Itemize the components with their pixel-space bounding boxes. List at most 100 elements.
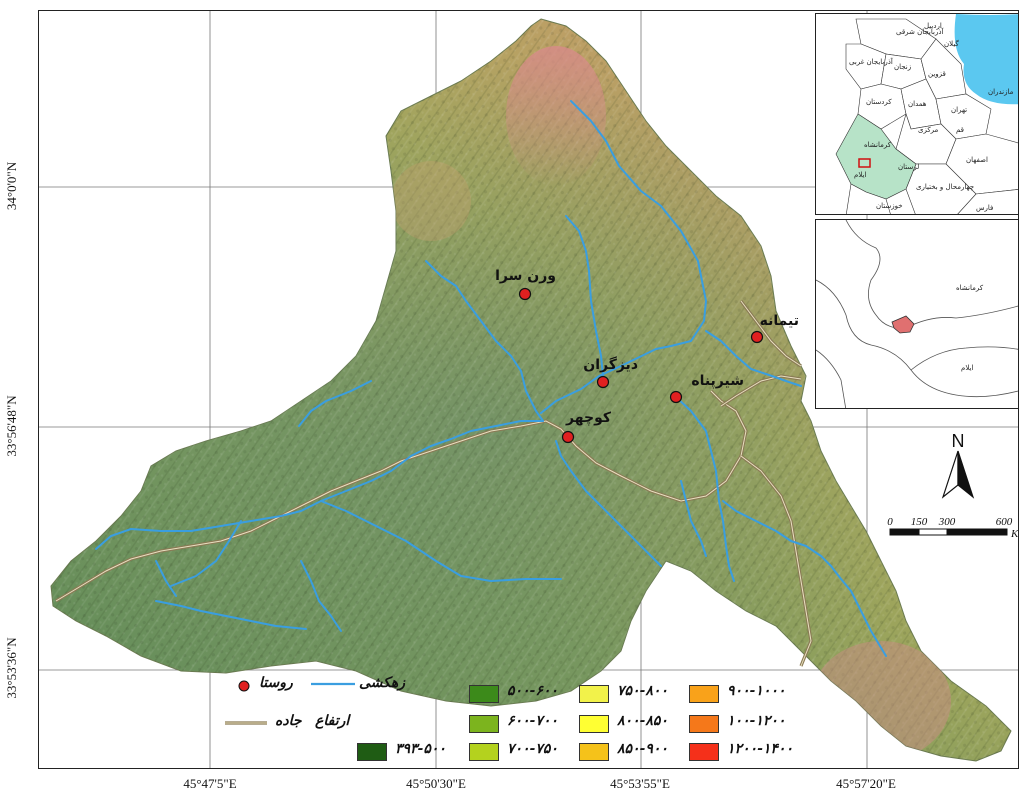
legend-color-swatch [357,743,387,761]
river-line [300,560,342,632]
village-label: ورن سرا [495,268,556,284]
legend-color-swatch [689,715,719,733]
village-marker [518,287,532,301]
legend-class-label: ۸۰۰-۸۵۰ [617,713,668,729]
river-line [565,215,604,377]
river-line [540,100,707,414]
legend-class-label: ۵۰۰-۶۰۰ [507,683,558,699]
legend-color-swatch [469,685,499,703]
legend-color-swatch [579,685,609,703]
province-label: اصفهان [966,156,988,164]
legend-color-swatch [689,685,719,703]
province-label: ایلام [961,364,973,372]
province-label: لرستان [898,163,919,171]
river-line [555,440,662,567]
longitude-label: 45°57'20"E [836,776,896,791]
province-label: کردستان [866,98,892,106]
longitude-label: 45°50'30"E [406,776,466,791]
province-label: اردبیل [924,22,942,30]
legend-elevation-title: ارتفاع [315,713,350,729]
scale-tick-label: 150 [911,516,928,528]
legend-color-swatch [579,743,609,761]
road-line-inner [720,375,802,407]
river-line [705,330,802,387]
north-arrow: N [941,431,975,499]
legend-road-label: جاده [275,713,302,729]
province-label: فارس [976,204,993,212]
legend-color-swatch [689,743,719,761]
watershed-map: ورن سرا تیمانه دیزگران شیرپناه کوچهر N 0… [39,11,1019,768]
province-label: خوزستان [876,202,903,210]
north-label: N [952,431,965,451]
province-label: زنجان [894,63,911,71]
legend-class-label: ۷۰۰-۷۵۰ [507,741,558,757]
river-line [95,420,544,550]
province-label: آذربایجان غربی [849,57,894,66]
river-line [425,260,544,422]
river-line [170,520,242,587]
map-frame: ورن سرا تیمانه دیزگران شیرپناه کوچهر N 0… [38,10,1019,769]
province-label: چهارمحال و بختیاری [916,183,974,191]
scale-tick-label: 600 [996,516,1013,528]
legend-color-swatch [469,715,499,733]
legend-class-label: ۶۰۰-۷۰۰ [507,713,558,729]
longitude-label: 45°47'5"E [183,776,237,791]
province-label: قزوین [928,70,946,78]
latitude-label: 34°0'0"N [4,161,19,211]
legend-class-label: ۸۵۰-۹۰۰ [617,741,668,757]
scale-tick-label: 0 [887,516,893,528]
legend-village-label: روستا [259,675,293,691]
legend-class-label: ۱۰۰-۱۲۰۰ [727,713,786,729]
province-label: مرکزی [918,126,939,134]
longitude-label: 45°53'55"E [610,776,670,791]
river-line [722,500,887,657]
roads [55,300,813,667]
province-label: گیلان [944,39,959,48]
river-line [675,396,735,582]
villages: ورن سرا تیمانه دیزگران شیرپناه کوچهر [495,268,799,444]
village-marker [669,390,683,404]
scale-bar: 0 150 300 600 KM [887,516,1019,540]
scale-unit: KM [1010,528,1019,540]
legend-class-label: ۷۵۰-۸۰۰ [617,683,668,699]
legend: روستا زهکشی جاده ارتفاع ۵۰۰-۶۰۰ ۷۵۰-۸۰۰ … [225,673,825,763]
province-label: آذربایجان شرقی [896,27,944,36]
province-inset-map: کرمانشاه ایلام [815,219,1018,409]
drainage-legend-symbol [311,682,355,686]
province-label: ایلام [854,171,866,179]
latitude-label: 33°56'48"N [4,395,19,457]
legend-color-swatch [579,715,609,733]
province-label: کرمانشاه [956,284,984,292]
legend-class-label: ۱۲۰۰-۱۴۰۰ [727,741,793,757]
road-line-inner [740,300,802,367]
scale-tick-label: 300 [938,516,956,528]
legend-color-swatch [469,743,499,761]
village-marker [596,375,610,389]
river-line [320,500,562,582]
legend-class-label: ۹۰۰-۱۰۰۰ [727,683,786,699]
village-label: کوچهر [565,410,612,426]
province-label: قم [956,126,964,134]
province-label: تهران [951,106,967,114]
village-label: دیزگران [583,356,638,373]
watershed-basin [50,18,1012,762]
province-label: کرمانشاه [864,141,892,149]
river-line [298,380,372,427]
road-legend-symbol [225,721,267,725]
province-label: مازندران [988,88,1014,96]
road-line-inner [55,390,747,602]
road-line-inner [740,455,812,667]
village-legend-symbol [238,680,250,692]
drainage-network [95,100,887,657]
legend-class-label: ۳۹۳-۵۰۰ [395,741,446,757]
village-label: شیرپناه [691,373,744,389]
river-line [155,600,307,630]
village-marker [561,430,575,444]
legend-drainage-label: زهکشی [359,675,406,691]
latitude-label: 33°53'36"N [4,637,19,699]
river-line [155,560,177,597]
village-marker [750,330,764,344]
iran-inset-map: آذربایجان شرقی اردبیل گیلان آذربایجان غر… [815,13,1018,215]
river-line [680,480,707,557]
province-label: همدان [908,100,927,108]
